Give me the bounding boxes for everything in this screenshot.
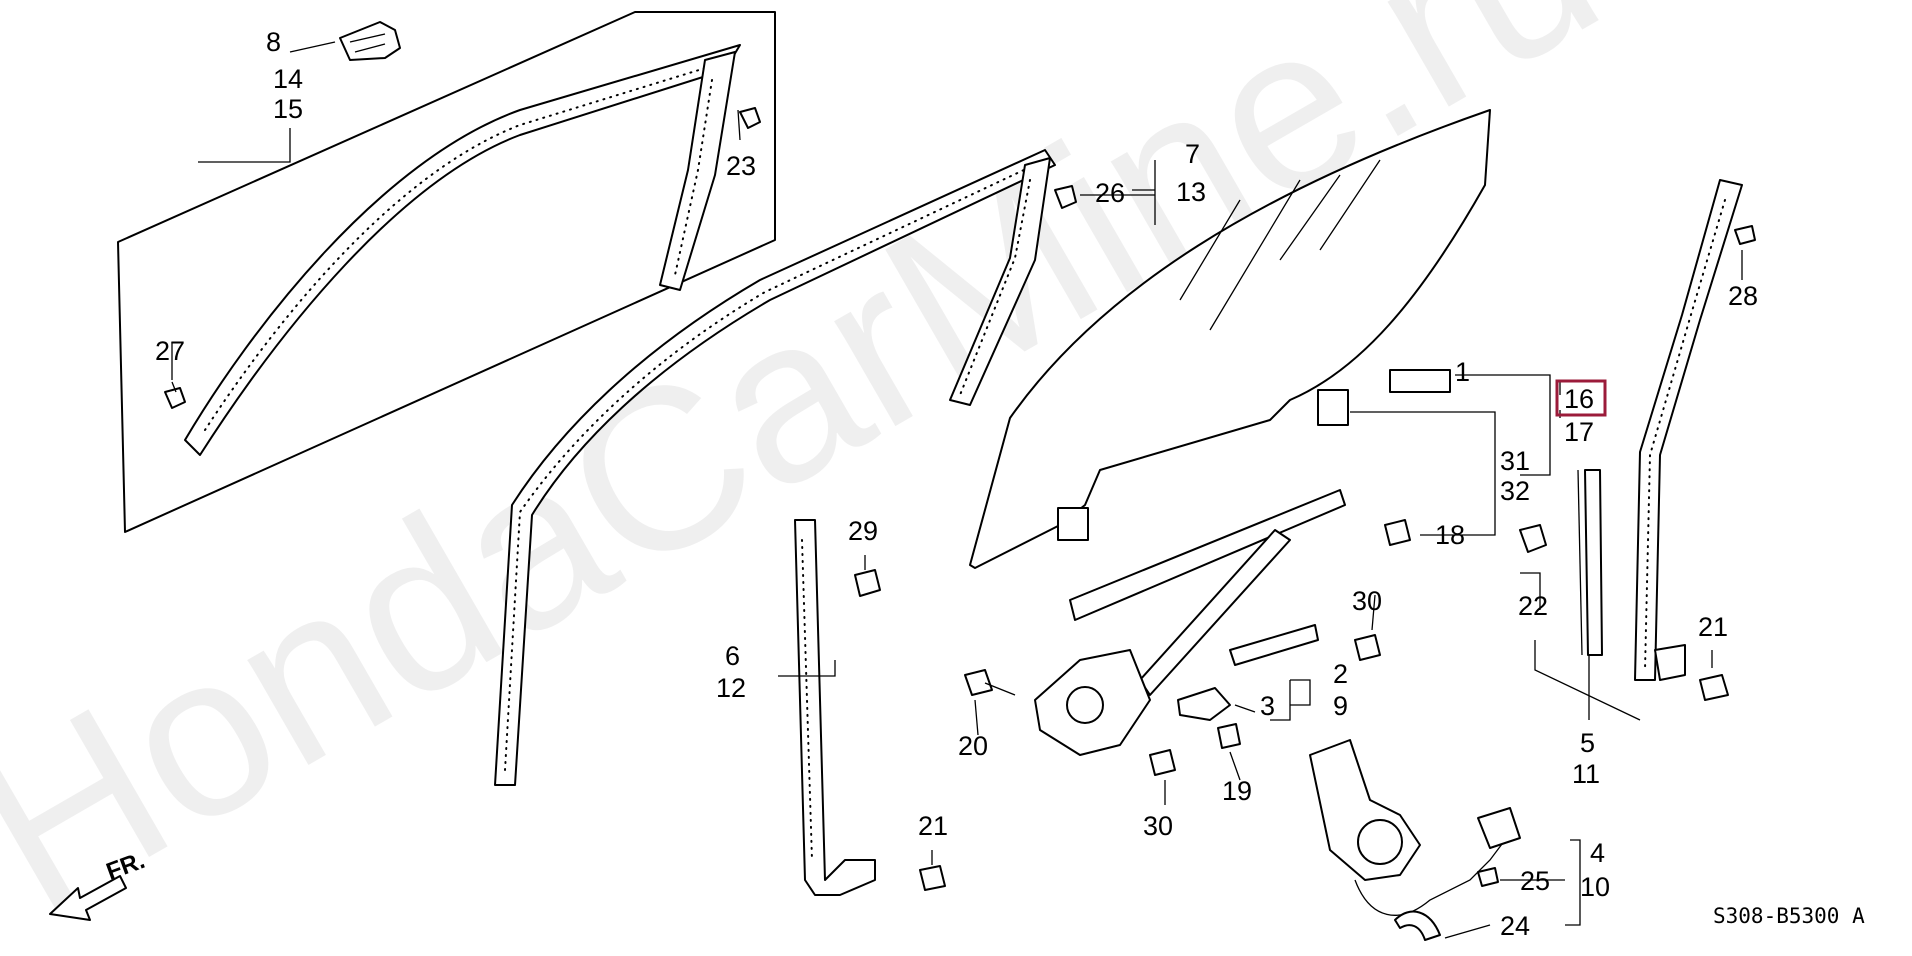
callout-10: 10 (1580, 872, 1610, 902)
rear-channel-group (1519, 179, 1743, 681)
glass-holder-upper (1317, 389, 1349, 426)
bolt-20 (964, 669, 993, 696)
callout-2: 2 (1333, 659, 1348, 689)
door-glass-group (969, 109, 1491, 569)
motor-group (1309, 225, 1756, 941)
callout-23: 23 (726, 151, 756, 181)
screw-28 (1734, 225, 1756, 245)
callout-22: 22 (1518, 591, 1548, 621)
callout-13: 13 (1176, 177, 1206, 207)
callout-27: 27 (155, 336, 185, 366)
bolt-21-left (919, 865, 946, 891)
callout-17: 17 (1564, 417, 1594, 447)
callout-9: 9 (1333, 691, 1348, 721)
rear-run-channel (1634, 179, 1743, 681)
glass-run-channel (494, 149, 1056, 786)
nut-29 (854, 569, 881, 597)
callout-7: 7 (1185, 139, 1200, 169)
callout-31: 31 (1500, 446, 1530, 476)
callout-21-left: 21 (918, 811, 948, 841)
highlight-box-16 (1555, 379, 1607, 417)
callout-32: 32 (1500, 476, 1530, 506)
glass-holder-lower (1057, 507, 1089, 541)
callout-18: 18 (1435, 520, 1465, 550)
screw-22 (1519, 524, 1547, 553)
callout-25: 25 (1520, 866, 1550, 896)
bolt-18 (1384, 519, 1411, 546)
channel-bracket (1654, 644, 1686, 681)
callout-4: 4 (1590, 838, 1605, 868)
motor-connector (1477, 807, 1521, 849)
glass-label-1 (1389, 369, 1451, 393)
leader-lines (171, 41, 1743, 939)
run-channel-group (494, 149, 1077, 786)
callout-26: 26 (1095, 178, 1125, 208)
callout-14: 14 (273, 64, 303, 94)
regulator-group (964, 489, 1411, 776)
callout-3: 3 (1260, 691, 1275, 721)
callout-1: 1 (1455, 357, 1470, 387)
clip-26 (1054, 185, 1077, 209)
callout-19: 19 (1222, 776, 1252, 806)
clip-8 (339, 21, 401, 61)
harness-clip-25 (1477, 867, 1499, 887)
bolt-30-upper (1354, 634, 1381, 661)
bolt-21-right (1699, 674, 1729, 701)
callout-30-upper: 30 (1352, 586, 1382, 616)
run-channel-pillar (949, 157, 1051, 406)
front-arrow-icon (49, 875, 127, 921)
regulator-rail-upper (1069, 489, 1346, 621)
sash-inset-group (117, 11, 776, 533)
callout-20: 20 (958, 731, 988, 761)
rear-guide-strip (1584, 469, 1603, 656)
callout-29: 29 (848, 516, 878, 546)
lift-channel-group (794, 519, 946, 896)
callout-5: 5 (1580, 728, 1595, 758)
callout-8: 8 (266, 27, 281, 57)
callout-12: 12 (716, 673, 746, 703)
roller-3 (1177, 687, 1231, 721)
callout-28: 28 (1728, 281, 1758, 311)
lift-channel (794, 519, 876, 896)
regulator-rail-lower (1229, 624, 1319, 666)
callout-16: 16 (1564, 384, 1594, 414)
callout-15: 15 (273, 94, 303, 124)
callout-6: 6 (725, 641, 740, 671)
callout-21-right: 21 (1698, 612, 1728, 642)
harness-clamp-24 (1394, 910, 1441, 941)
callout-30-lower: 30 (1143, 811, 1173, 841)
clip-23 (739, 107, 761, 129)
bolt-30-lower (1149, 749, 1176, 776)
diagram-code: S308-B5300 A (1713, 904, 1865, 928)
callout-labels: 8 14 15 23 27 7 13 26 1 16 17 31 32 18 2… (155, 27, 1758, 941)
callout-11: 11 (1572, 759, 1600, 789)
inset-frame (117, 11, 776, 533)
bolt-19 (1217, 723, 1241, 749)
door-glass (969, 109, 1491, 569)
callout-24: 24 (1500, 911, 1530, 941)
